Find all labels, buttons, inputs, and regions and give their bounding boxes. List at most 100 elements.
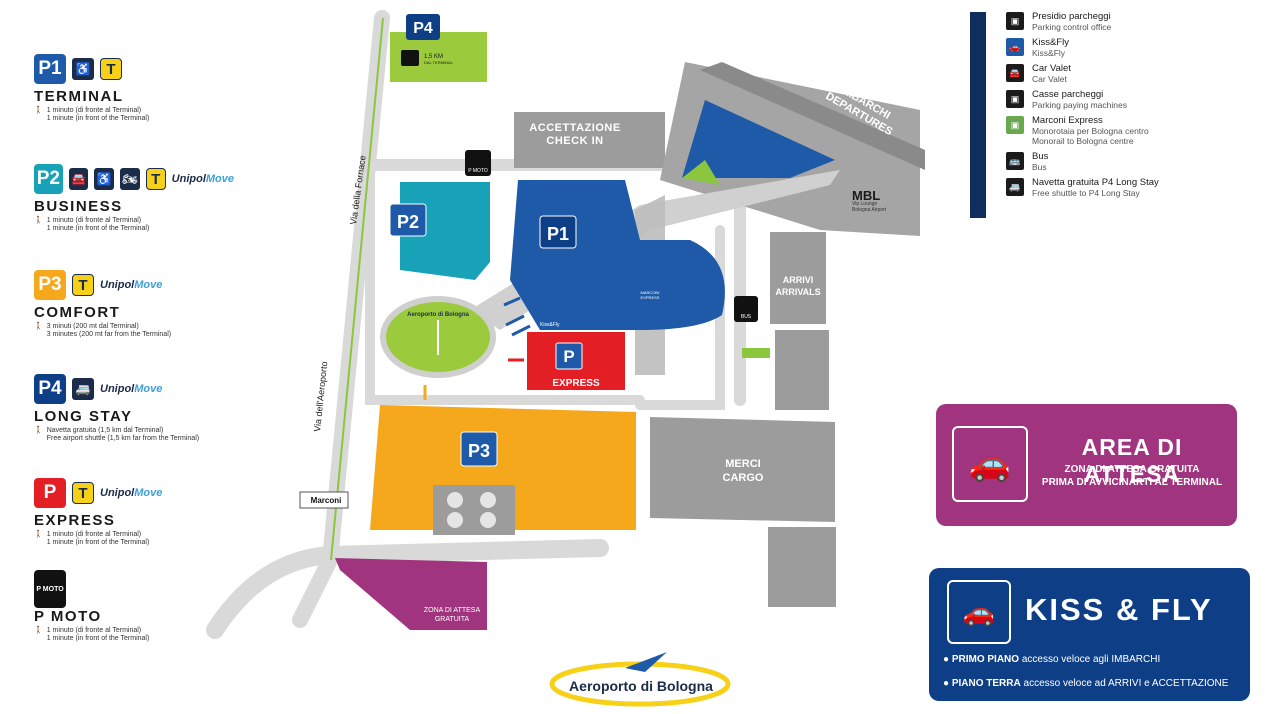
- roundabout-label: Aeroporto di Bologna: [407, 312, 469, 318]
- unipol-label-a: Unipol: [100, 279, 135, 291]
- unipol-label-a: Unipol: [100, 383, 135, 395]
- kiss-fly-row1-text: accesso veloce agli IMBARCHI: [1021, 654, 1161, 665]
- legend-name: EXPRESS: [34, 512, 116, 529]
- legend-name: LONG STAY: [34, 408, 133, 425]
- unipol-move-logo: UnipolMove: [100, 487, 162, 499]
- shuttle-icon: 🚐: [1006, 178, 1024, 196]
- walking-icon: 🚶: [34, 107, 43, 114]
- pay-machine-icon: ▣: [1006, 90, 1024, 108]
- marconi-express-label: MARCONI EXPRESS: [640, 290, 660, 300]
- waiting-car-icon: 🚗: [952, 426, 1028, 502]
- legend-walk-line: 3 minuti (200 mt dal Terminal): [46, 323, 139, 330]
- service-name-it: Car Valet: [1032, 63, 1071, 74]
- car-valet-icon: 🚘: [68, 168, 89, 190]
- service-name-it: Casse parcheggi: [1032, 89, 1104, 100]
- legend-walk-line: 1 minute (in front of the Terminal): [46, 539, 150, 546]
- telepass-icon: T: [72, 482, 94, 504]
- waiting-area-label: ZONA DI ATTESA: [424, 607, 481, 614]
- service-name-it: Bus: [1032, 151, 1049, 162]
- airport-logo-text: Aeroporto di Bologna: [569, 678, 713, 694]
- parking-badge: P1: [34, 54, 66, 84]
- kiss-fly-row2-text: accesso veloce ad ARRIVI e ACCETTAZIONE: [1023, 678, 1229, 689]
- service-name-en: Parking control office: [1032, 22, 1112, 32]
- legend-walk-line: 1 minute (in front of the Terminal): [46, 225, 150, 232]
- p4-area[interactable]: [390, 32, 487, 82]
- kiss-fly-icon: 🚗: [947, 580, 1011, 644]
- unipol-move-logo: UnipolMove: [100, 279, 162, 291]
- walking-icon: 🚶: [34, 627, 43, 634]
- service-name-en: Kiss&Fly: [1032, 48, 1066, 58]
- monorail-icon: ▣: [1006, 116, 1024, 134]
- car-valet-icon: 🚘: [1006, 64, 1024, 82]
- waiting-area-label-2: GRATUITA: [435, 616, 470, 623]
- legend-walk-time: 🚶1 minuto (di fronte al Terminal)1 minut…: [34, 531, 234, 547]
- unipol-label-b: Move: [134, 279, 163, 291]
- parking-badge: P2: [34, 164, 63, 194]
- parking-badge: P MOTO: [34, 570, 66, 608]
- legend-walk-line: 1 minuto (di fronte al Terminal): [46, 107, 142, 114]
- cargo-label-it: MERCI: [725, 458, 761, 470]
- wheelchair-icon: ♿: [72, 58, 94, 80]
- kiss-fly-panel: 🚗 KISS & FLY ● PRIMO PIANO accesso veloc…: [929, 568, 1250, 701]
- legend-walk-line: 1 minuto (di fronte al Terminal): [46, 627, 142, 634]
- arrivals-label-it: ARRIVI: [782, 275, 814, 285]
- legend-walk-line: Free airport shuttle (1,5 km far from th…: [46, 435, 200, 442]
- service-name-en: Car Valet: [1032, 74, 1067, 84]
- legend-name: BUSINESS: [34, 198, 123, 215]
- p3-map-label: P3: [468, 441, 490, 461]
- area-attesa-title: AREA DI ATTESA: [1081, 434, 1183, 487]
- waiting-area[interactable]: [335, 558, 487, 630]
- checkin-label: ACCETTAZIONE CHECK IN: [520, 122, 630, 148]
- service-name-it: Navetta gratuita P4 Long Stay: [1032, 177, 1159, 188]
- unipol-label-b: Move: [134, 487, 163, 499]
- cargo-label: MERCI CARGO: [705, 457, 781, 485]
- walking-icon: 🚶: [34, 323, 43, 330]
- telepass-icon: T: [145, 168, 166, 190]
- walking-icon: 🚶: [34, 531, 43, 538]
- unipol-label-a: Unipol: [100, 487, 135, 499]
- kissfly-lane-label: Kiss&Fly: [540, 322, 560, 328]
- airport-logo: [549, 652, 731, 707]
- kissfly-upper-zone[interactable]: [682, 100, 835, 178]
- cargo-building: [650, 417, 835, 522]
- checkin-building: [514, 112, 665, 168]
- service-name-it: Kiss&Fly: [1032, 37, 1069, 48]
- service-name-en: Parking paying machines: [1032, 100, 1127, 110]
- legend-walk-time: 🚶3 minuti (200 mt dal Terminal)3 minutes…: [34, 323, 234, 339]
- area-attesa-line1: ZONA DI ATTESA GRATUITA: [1064, 464, 1200, 475]
- legend-walk-time: 🚶Navetta gratuita (1,5 km dal Terminal)F…: [34, 427, 234, 443]
- legend-name: P MOTO: [34, 608, 102, 625]
- unipol-move-logo: UnipolMove: [172, 173, 234, 185]
- mbl-sub: Vip Lounge Bologna Airport: [852, 201, 886, 213]
- legend-walk-line: 3 minutes (200 mt far from the Terminal): [46, 331, 172, 338]
- legend-walk-time: 🚶1 minuto (di fronte al Terminal)1 minut…: [34, 627, 234, 643]
- legend-name: COMFORT: [34, 304, 121, 321]
- kiss-fly-row1: ● PRIMO PIANO accesso veloce agli IMBARC…: [943, 654, 1161, 665]
- parking-badge: P: [34, 478, 66, 508]
- unipol-move-logo: UnipolMove: [100, 383, 162, 395]
- kiss-fly-title: KISS & FLY: [1025, 592, 1213, 627]
- pmoto-map-label: P MOTO: [468, 168, 488, 174]
- telepass-icon: T: [100, 58, 122, 80]
- legend-walk-line: 1 minute (in front of the Terminal): [46, 635, 150, 642]
- bus-icon: 🚌: [1006, 152, 1024, 170]
- service-name-en-2: Monorail to Bologna centre: [1032, 136, 1134, 146]
- parking-office-icon: ▣: [1006, 12, 1024, 30]
- kiss-fly-row1-bold: PRIMO PIANO: [951, 654, 1020, 665]
- legend-walk-line: 1 minuto (di fronte al Terminal): [46, 531, 142, 538]
- arrivals-building: [770, 232, 826, 324]
- bus-stop-label: BUS: [741, 314, 752, 320]
- service-name-en: Free shuttle to P4 Long Stay: [1032, 188, 1140, 198]
- marconi-sign-label: Marconi: [311, 496, 342, 505]
- kiss-fly-row2-bold: PIANO TERRA: [951, 678, 1021, 689]
